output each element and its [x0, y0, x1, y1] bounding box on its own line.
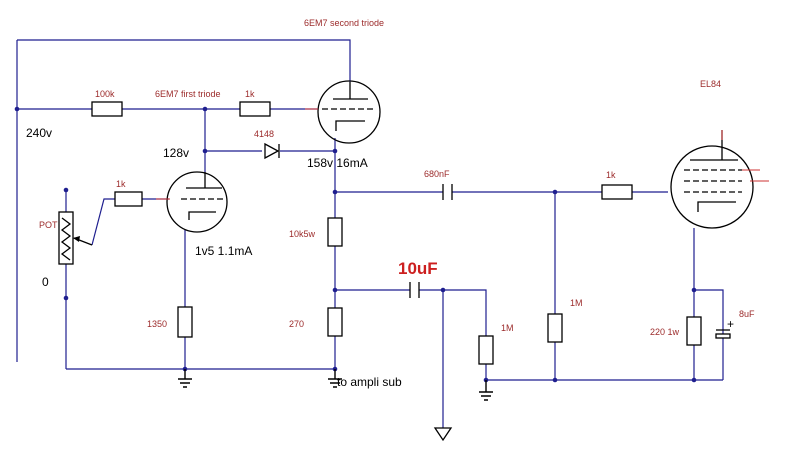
label-second-triode: 6EM7 second triode	[304, 18, 384, 28]
label-zero: 0	[42, 275, 49, 289]
label-158v: 158v 16mA	[307, 156, 368, 170]
resistor-220	[686, 316, 702, 346]
label-ampli-sub: to ampli sub	[337, 375, 402, 389]
label-1k-el84: 1k	[606, 170, 616, 180]
ground-symbol	[178, 369, 192, 388]
capacitor-10uf	[409, 282, 420, 298]
label-1k-grid: 1k	[116, 179, 126, 189]
label-pot: POT	[39, 220, 58, 230]
label-1k-top: 1k	[245, 89, 255, 99]
label-100k: 100k	[95, 89, 115, 99]
label-plus: +	[727, 317, 734, 331]
label-1350: 1350	[147, 319, 167, 329]
ground-symbol	[479, 380, 493, 401]
label-el84: EL84	[700, 79, 721, 89]
label-680nf: 680nF	[424, 169, 450, 179]
resistor-1m-b	[547, 313, 563, 343]
diode-4148	[264, 142, 280, 160]
resistor-1k-grid	[114, 191, 143, 207]
capacitor-8uf	[715, 329, 731, 339]
label-128v: 128v	[163, 146, 189, 160]
label-bias: 1v5 1.1mA	[195, 244, 252, 258]
triode-second	[305, 80, 381, 144]
label-4148: 4148	[254, 129, 274, 139]
label-8uf: 8uF	[739, 309, 755, 319]
ground-symbol	[328, 369, 342, 388]
resistor-1k-el84	[601, 184, 633, 200]
resistor-1k-top	[239, 101, 271, 117]
triode-first	[156, 171, 228, 233]
label-220-1w: 220 1w	[650, 327, 680, 337]
label-10k5w: 10k5w	[289, 229, 316, 239]
label-270: 270	[289, 319, 304, 329]
wires	[16, 39, 724, 428]
label-first-triode: 6EM7 first triode	[155, 89, 221, 99]
signal-ground-symbol	[433, 427, 453, 442]
resistor-270	[327, 307, 343, 337]
potentiometer	[58, 211, 93, 265]
label-10uf: 10uF	[398, 259, 438, 278]
label-1m-b: 1M	[570, 298, 583, 308]
resistor-100k	[91, 101, 123, 117]
label-240v: 240v	[26, 126, 52, 140]
resistor-1350	[177, 306, 193, 338]
resistor-1m-a	[478, 335, 494, 365]
label-1m-a: 1M	[501, 323, 514, 333]
pentode-el84	[670, 130, 769, 229]
capacitor-680nf	[442, 184, 453, 200]
junctions	[14, 106, 697, 383]
resistor-10k5w	[327, 217, 343, 247]
